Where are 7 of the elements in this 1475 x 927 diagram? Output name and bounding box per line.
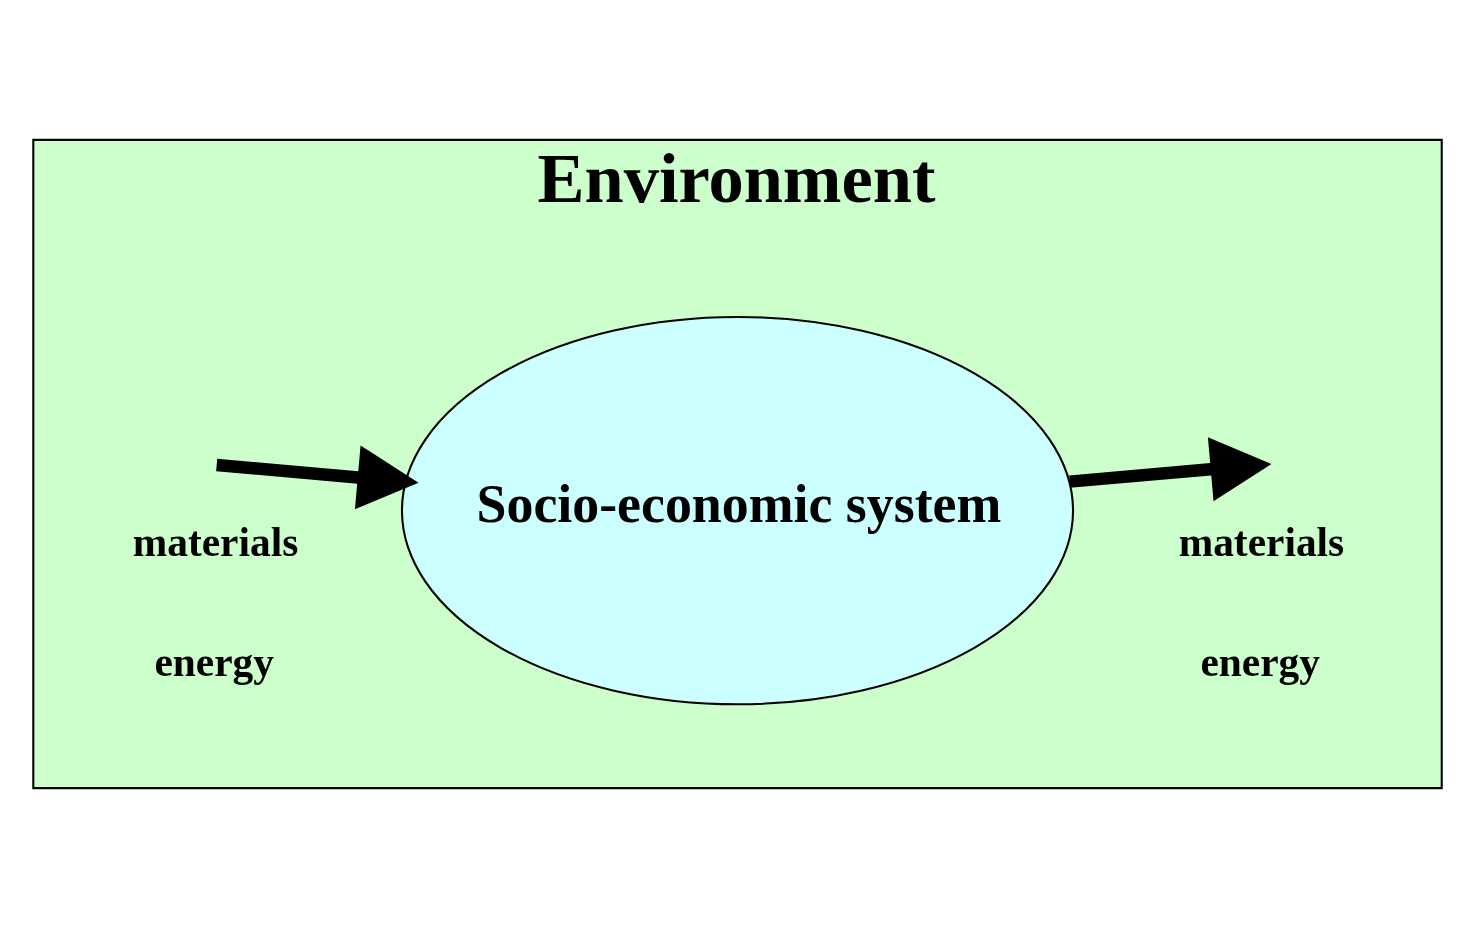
label: energy	[1200, 638, 1320, 685]
label: materials	[1178, 518, 1345, 565]
label: materials	[132, 518, 299, 565]
label: energy	[154, 638, 275, 685]
node-ellipse: Socio-economic system	[400, 315, 1075, 705]
arrow	[216, 445, 419, 509]
arrow	[1069, 436, 1272, 501]
